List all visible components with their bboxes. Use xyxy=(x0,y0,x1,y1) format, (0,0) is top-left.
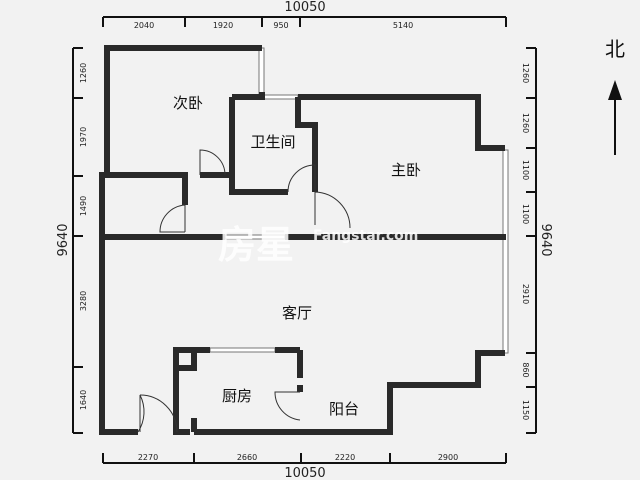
walls xyxy=(99,45,506,435)
right-seg-7: 1150 xyxy=(521,400,530,420)
watermark: 房星 Fangstar.com xyxy=(218,223,418,267)
north-arrow: 北 xyxy=(605,37,625,155)
room-labels: 次卧 卫生间 主卧 客厅 厨房 阳台 xyxy=(173,94,421,418)
right-dimension: 1260 1260 1100 1100 2910 860 1150 9640 xyxy=(521,47,553,434)
left-seg-3: 1490 xyxy=(79,196,88,216)
right-seg-6: 860 xyxy=(521,362,530,377)
bottom-seg-2: 2660 xyxy=(237,453,257,462)
windows xyxy=(209,47,509,354)
left-total: 9640 xyxy=(56,223,71,256)
room-master-bedroom: 主卧 xyxy=(391,161,421,179)
right-seg-4: 1100 xyxy=(521,204,530,224)
watermark-logo: 房星 xyxy=(218,223,294,267)
bottom-dimension: 2270 2660 2220 2900 10050 xyxy=(102,453,507,480)
arrow-up-icon xyxy=(608,80,622,100)
left-seg-5: 1640 xyxy=(79,390,88,410)
right-seg-2: 1260 xyxy=(521,113,530,133)
right-seg-3: 1100 xyxy=(521,160,530,180)
room-living-room: 客厅 xyxy=(282,304,312,322)
top-seg-4: 5140 xyxy=(393,21,413,30)
right-total: 9640 xyxy=(538,223,553,256)
doors xyxy=(137,149,351,433)
left-seg-4: 3280 xyxy=(79,291,88,311)
room-bathroom: 卫生间 xyxy=(250,133,295,151)
left-seg-1: 1260 xyxy=(79,63,88,83)
top-seg-2: 1920 xyxy=(213,21,233,30)
right-seg-1: 1260 xyxy=(521,63,530,83)
bottom-seg-1: 2270 xyxy=(138,453,158,462)
right-seg-5: 2910 xyxy=(521,284,530,304)
watermark-site: Fangstar.com xyxy=(313,228,418,244)
room-kitchen: 厨房 xyxy=(222,387,252,405)
bottom-total: 10050 xyxy=(284,466,325,480)
north-label: 北 xyxy=(605,37,625,61)
top-total: 10050 xyxy=(284,0,325,15)
room-balcony: 阳台 xyxy=(329,400,359,418)
left-seg-2: 1970 xyxy=(79,127,88,147)
top-seg-1: 2040 xyxy=(134,21,154,30)
top-seg-3: 950 xyxy=(273,21,288,30)
bottom-seg-3: 2220 xyxy=(335,453,355,462)
bottom-seg-4: 2900 xyxy=(438,453,458,462)
left-dimension: 1260 1970 1490 3280 1640 9640 xyxy=(56,47,88,434)
top-dimension: 10050 2040 1920 950 5140 xyxy=(102,0,507,30)
room-second-bedroom: 次卧 xyxy=(173,94,203,112)
